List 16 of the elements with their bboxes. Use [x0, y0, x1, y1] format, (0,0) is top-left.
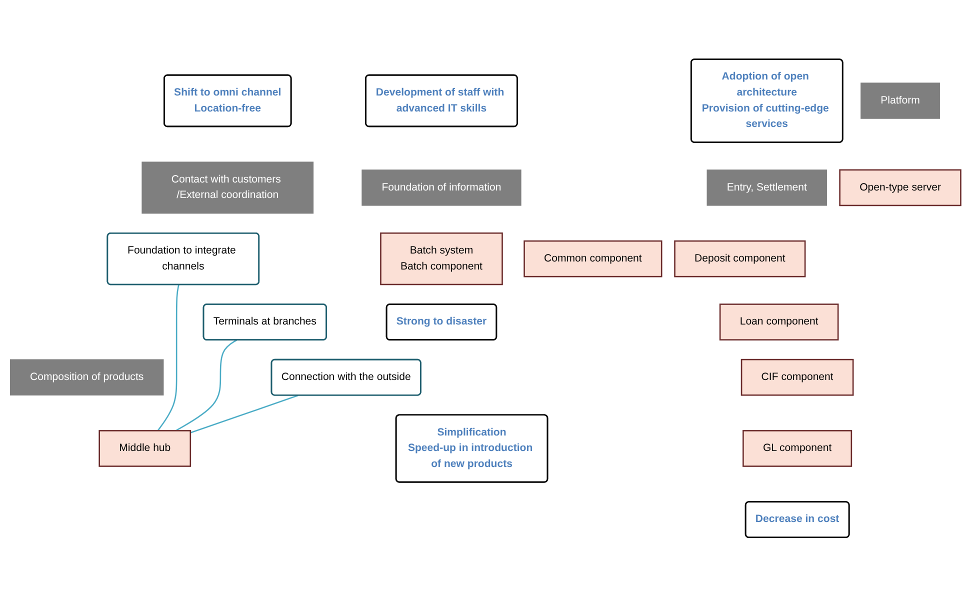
node-box: CIF component: [740, 358, 854, 396]
node-box: Platform: [860, 82, 940, 119]
node-box: GL component: [742, 430, 852, 467]
node-box: Deposit component: [674, 240, 806, 277]
node-box: Entry, Settlement: [706, 169, 827, 206]
node-box: Middle hub: [98, 430, 192, 467]
connector: [157, 284, 180, 431]
node-box: Foundation of information: [362, 169, 522, 206]
node-box: Composition of products: [10, 358, 164, 396]
node-box: Batch system Batch component: [380, 232, 503, 285]
connector: [175, 339, 237, 431]
node-box: Loan component: [719, 303, 839, 340]
connector: [190, 394, 298, 434]
node-box: Common component: [524, 240, 662, 277]
node-box: Open-type server: [839, 168, 962, 206]
node-box: Contact with customers /External coordination: [142, 161, 314, 214]
